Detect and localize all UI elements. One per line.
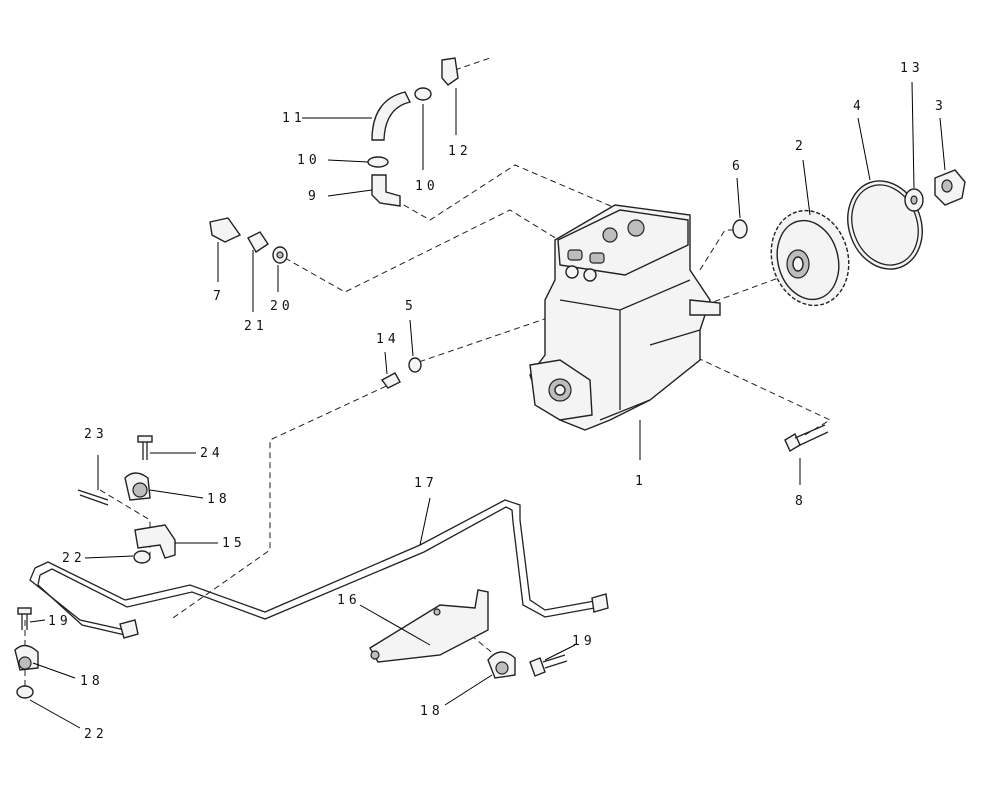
callout-labels: 1 2 3 4 13 6 5 7 21 20 14 8 9 10 11 10 1… — [48, 61, 947, 742]
callout-22a: 22 — [62, 551, 86, 566]
assembly-dashed-lines — [24, 57, 832, 700]
callout-21: 21 — [244, 319, 268, 334]
callout-18b: 18 — [80, 674, 104, 689]
o-ring-6 — [732, 219, 748, 239]
callout-20: 20 — [270, 299, 294, 314]
callout-5: 5 — [405, 299, 417, 314]
gasket-ring — [847, 180, 923, 270]
callout-18c: 18 — [420, 704, 444, 719]
callout-15: 15 — [222, 536, 246, 551]
o-ring-5 — [408, 357, 422, 373]
callout-23: 23 — [84, 427, 108, 442]
fittings-7-21-20 — [209, 217, 288, 264]
callout-14: 14 — [376, 332, 400, 347]
callout-6: 6 — [732, 159, 744, 174]
washer-hole — [910, 195, 918, 205]
callout-3: 3 — [935, 99, 947, 114]
gasket-ring-inner — [851, 184, 919, 266]
clamp-lower-right — [487, 651, 568, 679]
callout-9: 9 — [308, 189, 320, 204]
callout-4: 4 — [853, 99, 865, 114]
callout-19a: 19 — [48, 614, 72, 629]
fitting-14 — [380, 372, 401, 389]
callout-13: 13 — [900, 61, 924, 76]
drive-gear — [770, 209, 850, 307]
callout-12: 12 — [448, 144, 472, 159]
callout-11: 11 — [282, 111, 306, 126]
leader-lines — [29, 81, 946, 729]
callout-1: 1 — [635, 474, 647, 489]
callout-7: 7 — [213, 289, 225, 304]
callout-24: 24 — [200, 446, 224, 461]
bracket-15-assembly — [77, 435, 176, 564]
oil-pipe — [29, 499, 609, 639]
nut-hole — [941, 179, 953, 193]
callout-17: 17 — [414, 476, 438, 491]
callout-22b: 22 — [84, 727, 108, 742]
callout-10b: 10 — [415, 179, 439, 194]
callout-8: 8 — [795, 494, 807, 509]
bracket-16 — [369, 589, 489, 663]
bolt-8 — [784, 424, 829, 453]
callout-16: 16 — [337, 593, 361, 608]
callout-18a: 18 — [207, 492, 231, 507]
callout-2: 2 — [795, 139, 807, 154]
clamp-lower-left — [14, 607, 39, 699]
callout-19b: 19 — [572, 634, 596, 649]
callout-10a: 10 — [297, 153, 321, 168]
hose-assembly — [367, 57, 459, 207]
compressor-body — [529, 204, 721, 431]
